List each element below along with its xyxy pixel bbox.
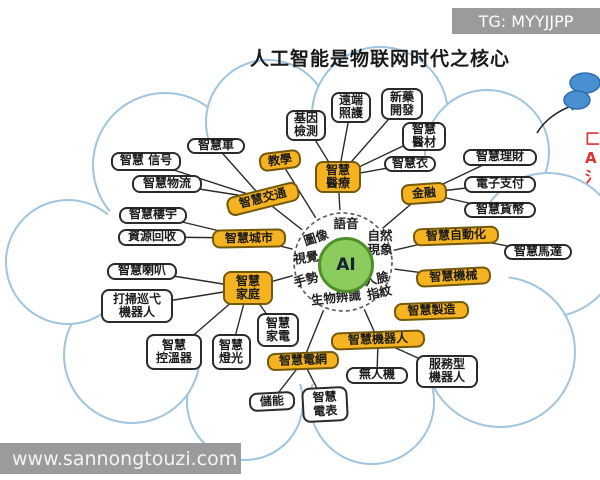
node-kongwen: 智慧 控溫器 [146, 334, 202, 370]
node-jiaoxue: 教學 [257, 148, 303, 172]
node-dianbiao: 智慧 電表 [301, 385, 349, 423]
node-jiadian: 智慧 家電 [257, 313, 299, 347]
clipped-red-text: 匚 A 氵 [585, 130, 600, 186]
node-jixie: 智慧機械 [415, 266, 491, 288]
ai-hub-node: AI [318, 237, 374, 293]
page-title: 人工智能是物联网时代之核心 [250, 48, 511, 70]
node-yiliao: 智慧 醫療 [315, 161, 361, 193]
node-mada: 智慧馬達 [504, 244, 572, 260]
node-huobi: 智慧貨幣 [464, 202, 536, 218]
node-wuliu: 智慧物流 [132, 175, 202, 193]
ai-hub-label: AI [336, 255, 356, 275]
node-zhifu: 電子支付 [464, 175, 536, 193]
node-laba: 智慧喇叭 [107, 262, 177, 280]
node-zidonghua: 智慧自動化 [412, 225, 500, 247]
node-chengshi: 智慧城市 [211, 227, 287, 249]
node-zhizao: 智慧製造 [393, 300, 469, 322]
node-jiaotong: 智慧交通 [224, 180, 302, 218]
node-wurenj: 無人機 [346, 366, 408, 384]
node-chuneng: 儲能 [248, 390, 296, 412]
node-yuyin: 語音 [333, 216, 359, 231]
bottom-watermark: www.sannongtouzi.com [0, 443, 241, 474]
node-yi: 智慧衣 [384, 156, 436, 172]
node-xinhao: 智慧 信号 [111, 151, 181, 171]
node-jiqiren: 智慧機器人 [330, 329, 426, 351]
node-yuanduan: 遠端 照護 [331, 91, 371, 123]
node-xinyao: 新藥 開發 [381, 88, 423, 120]
node-che: 智慧車 [187, 138, 245, 154]
node-huishou: 資源回收 [118, 228, 186, 246]
node-louyu: 智慧樓宇 [119, 206, 187, 224]
node-fuwuxing: 服務型 機器人 [416, 354, 478, 388]
node-yicai: 智慧 醫材 [402, 121, 446, 151]
node-ziran: 自然 現象 [367, 228, 393, 257]
node-jinrong: 金融 [400, 180, 448, 206]
node-dengguang: 智慧 燈光 [211, 334, 251, 370]
blue-blob-icon [563, 72, 600, 110]
node-jiyin: 基因 檢測 [286, 109, 326, 141]
node-dianwang: 智慧電網 [266, 350, 340, 372]
node-dasao: 打掃巡弋 機器人 [101, 289, 173, 323]
top-watermark: TG: MYYJJPP [452, 8, 600, 34]
node-licai: 智慧理財 [463, 148, 537, 166]
node-jiating: 智慧 家庭 [223, 271, 273, 305]
